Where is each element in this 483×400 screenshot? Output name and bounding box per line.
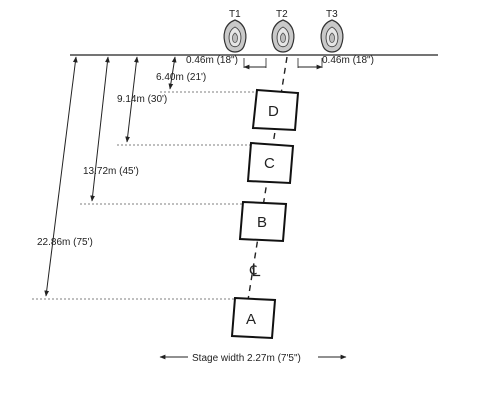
target-t1: T1 [223,9,247,53]
distance-75ft-label: 22.86m (75') [37,237,93,248]
distance-30ft: 9.14m (30') [117,56,167,143]
target-t3: T3 [320,9,344,53]
distance-21ft: 6.40m (21') [156,56,206,90]
position-d-label: D [268,103,279,120]
distance-45ft-label: 13.72m (45') [83,166,139,177]
stage-width-label: Stage width 2.27m (7'5") [192,353,301,364]
position-c: C [246,141,295,185]
target-t2: T2 [271,9,295,53]
distance-75ft: 22.86m (75') [37,56,93,297]
stage-width: Stage width 2.27m (7'5") [159,353,347,364]
spacing-right-label: 0.46m (18") [322,55,374,66]
spacing-left: 0.46m (18") [186,55,267,70]
position-b: B [238,200,288,243]
target-t3-label: T3 [326,9,338,20]
target-t2-label: T2 [276,9,288,20]
spacing-left-label: 0.46m (18") [186,55,238,66]
position-c-label: C [264,155,275,172]
distance-45ft: 13.72m (45') [83,56,139,202]
distance-30ft-label: 9.14m (30') [117,94,167,105]
position-a-label: A [246,311,256,328]
position-b-label: B [257,214,267,231]
spacing-right: 0.46m (18") [297,55,374,70]
position-a: A [230,296,277,340]
target-t1-label: T1 [229,9,241,20]
centerline-symbol: ℄ [249,263,261,280]
distance-21ft-label: 6.40m (21') [156,72,206,83]
position-d: D [251,88,300,132]
